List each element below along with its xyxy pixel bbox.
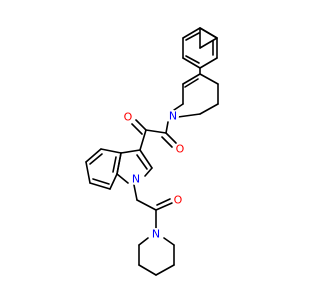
bond [185, 32, 200, 41]
atom-label-n-tetrahydropyridine: N [169, 110, 177, 123]
bond [89, 153, 103, 165]
bond [165, 132, 177, 144]
bond [89, 182, 111, 190]
bond-lines [85, 27, 219, 276]
bond [100, 148, 122, 154]
bond [155, 202, 173, 211]
oxygen-amide-bottom: O [172, 194, 184, 207]
bond [199, 37, 218, 49]
atom-label-o-ketone: O [124, 111, 133, 124]
oxygen-amide-top: O [174, 143, 186, 156]
bond [138, 264, 157, 276]
bond [144, 167, 153, 177]
bond [135, 119, 147, 131]
structure-svg: O O N N O N [85, 27, 219, 276]
bond [133, 184, 138, 201]
atom-label-n-indole: N [132, 173, 140, 186]
bond [155, 264, 175, 276]
bond [120, 149, 141, 154]
nitrogen-indole: N [130, 173, 142, 186]
oxygen-ketone: O [122, 111, 134, 124]
bond [136, 199, 157, 211]
bond [156, 198, 171, 206]
bond [177, 113, 201, 118]
bond [131, 123, 143, 135]
bond [199, 73, 219, 85]
bond [136, 154, 148, 170]
bond [139, 129, 147, 151]
bond [182, 57, 201, 69]
bond [184, 78, 199, 88]
atom-label-o-amide-top: O [176, 143, 185, 156]
bond [116, 152, 122, 175]
bond [85, 148, 102, 163]
bond [199, 57, 218, 69]
bond [109, 173, 118, 190]
bond [139, 149, 153, 169]
bond [165, 121, 169, 134]
atom-label-o-amide-bottom: O [174, 194, 183, 207]
bond [161, 136, 173, 148]
nitrogen-tetrahydropyridine: N [167, 110, 179, 123]
bond [199, 103, 219, 115]
bond [85, 161, 91, 184]
nitrogen-piperidine: N [150, 228, 162, 241]
molecule-diagram: O O N N O N [85, 27, 219, 276]
bond [182, 27, 201, 39]
bond [199, 27, 218, 39]
bond [185, 55, 200, 64]
bond [173, 103, 184, 111]
bond [182, 73, 201, 85]
bond [138, 237, 149, 246]
atom-label-n-piperidine: N [152, 228, 160, 241]
bond [163, 237, 175, 246]
bond [112, 156, 117, 173]
bond [145, 129, 167, 134]
bond [92, 178, 110, 185]
atom-labels: O O N N O N [122, 110, 186, 241]
bond [116, 173, 129, 184]
phenyl-ring [199, 27, 218, 49]
